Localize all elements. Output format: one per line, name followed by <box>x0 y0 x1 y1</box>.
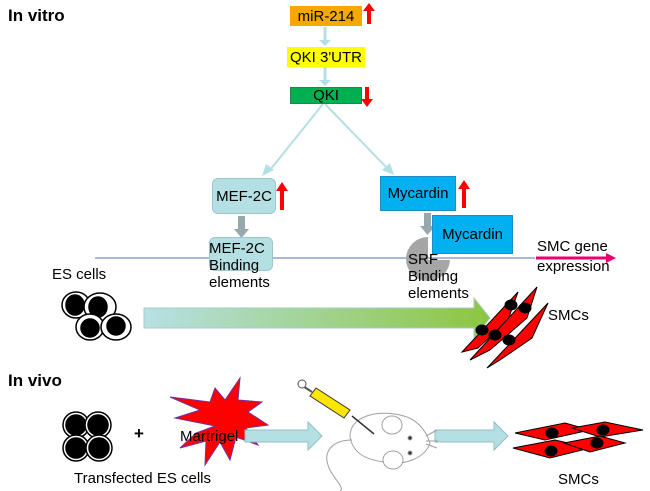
connector-qki-to-mef2c <box>262 103 324 176</box>
myocardin-bound-box: Mycardin <box>432 215 513 254</box>
matrigel-to-mouse-arrow <box>244 420 323 452</box>
mir-up-arrow-icon <box>363 3 375 24</box>
mef2c-binding-label: MEF-2C Binding elements <box>209 240 270 291</box>
in-vitro-title: In vitro <box>8 6 65 25</box>
connector-qki-to-myocardin <box>324 103 394 175</box>
mef2c-up-arrow-icon <box>276 182 288 210</box>
myocardin-down-arrow <box>420 213 435 235</box>
transfected-es-cells-icon <box>62 411 113 462</box>
mef2c-binding-box <box>209 237 273 271</box>
mef2c-down-arrow <box>234 216 249 238</box>
mef2c-binding-line1: MEF-2C <box>209 240 265 257</box>
es-cells-icon <box>61 291 132 341</box>
smcs-in-vivo-icon <box>512 421 644 459</box>
srf-binding-line2: Binding <box>408 268 459 285</box>
mouse-to-smcs-arrow <box>434 420 509 452</box>
mef2c-binding-line3: elements <box>209 274 270 291</box>
srf-shape <box>406 237 450 281</box>
mir-214-box: miR-214 <box>290 6 362 26</box>
mef2c-binding-line2: Binding <box>209 257 260 274</box>
smcs-in-vitro-icon <box>460 286 549 369</box>
smcs-in-vivo-label: SMCs <box>558 471 599 488</box>
transfected-es-cells-label: Transfected ES cells <box>74 470 211 487</box>
srf-binding-line3: elements <box>408 285 469 302</box>
gene-expression-line1: SMC gene <box>537 238 608 255</box>
mouse-icon <box>326 412 438 491</box>
in-vivo-title: In vivo <box>8 371 62 390</box>
syringe-icon <box>297 379 375 435</box>
qki-3utr-box: QKI 3'UTR <box>287 47 365 67</box>
matrigel-label: Martrigel <box>180 428 239 445</box>
qki-down-arrow-icon <box>361 87 373 107</box>
connector-utr-to-qki <box>319 67 331 86</box>
myocardin-box: Mycardin <box>380 176 456 211</box>
differentiation-arrow <box>143 296 491 340</box>
smcs-in-vitro-label: SMCs <box>548 307 589 324</box>
connector-mir-to-utr <box>319 27 331 46</box>
gene-expression-line2: expression <box>537 258 610 275</box>
gene-expression-label: SMC gene expression <box>537 238 610 275</box>
srf-binding-line1: SRF <box>408 251 438 268</box>
srf-binding-label: SRF Binding elements <box>408 251 469 302</box>
plus-sign: + <box>134 424 144 443</box>
matrigel-star-icon <box>169 376 270 467</box>
myocardin-up-arrow-icon <box>458 180 470 208</box>
mef2c-box: MEF-2C <box>212 178 276 214</box>
gene-expression-arrow <box>536 253 616 263</box>
es-cells-label: ES cells <box>52 266 107 283</box>
qki-box: QKI <box>290 87 362 104</box>
